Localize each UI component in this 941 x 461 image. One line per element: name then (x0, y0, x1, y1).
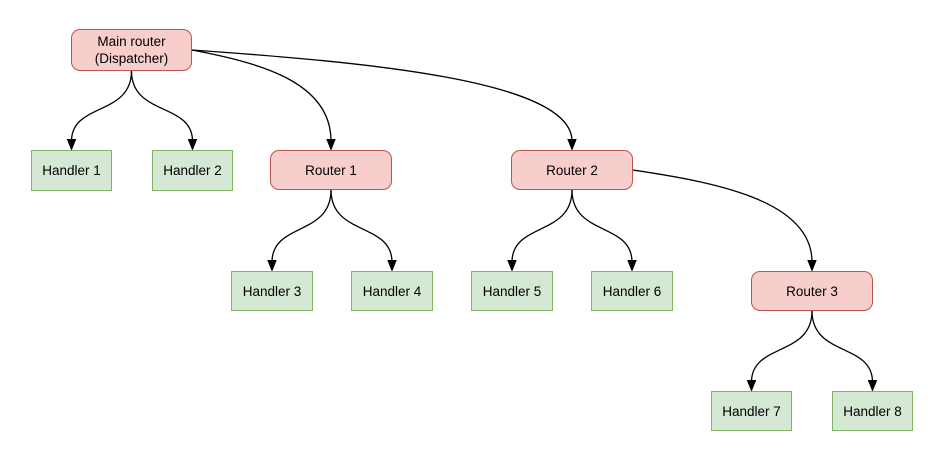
edge-r2-h6 (571, 189, 633, 263)
arrowhead-r2-r3 (807, 260, 817, 272)
node-label: Main router (Dispatcher) (94, 34, 169, 66)
arrowhead-r2-h5 (507, 260, 517, 272)
node-h2: Handler 2 (152, 150, 233, 191)
edge-main-h1 (70, 70, 133, 142)
node-label: Handler 5 (482, 283, 542, 299)
node-h5: Handler 5 (471, 271, 553, 311)
node-h7: Handler 7 (711, 391, 792, 431)
edge-main-h2 (130, 70, 194, 142)
node-label: Handler 3 (242, 283, 302, 299)
node-label: Router 3 (786, 283, 838, 299)
node-h3: Handler 3 (231, 271, 313, 311)
arrowhead-r1-h4 (387, 260, 397, 272)
node-h6: Handler 6 (591, 271, 673, 311)
arrowhead-r3-h8 (867, 380, 878, 392)
node-label: Handler 2 (163, 163, 222, 178)
arrowhead-main-r2 (567, 139, 577, 151)
node-label: Router 1 (305, 162, 357, 178)
edge-r3-h8 (811, 310, 874, 383)
node-label: Router 2 (546, 162, 598, 178)
node-r2: Router 2 (511, 150, 633, 190)
node-r3: Router 3 (751, 271, 873, 311)
arrowhead-r2-h6 (627, 260, 637, 272)
edge-r2-h5 (511, 189, 573, 263)
edge-r1-h4 (330, 189, 393, 263)
arrowhead-r3-h7 (746, 380, 757, 392)
edge-main-r1 (191, 49, 332, 142)
node-label: Handler 7 (722, 403, 781, 419)
edge-r2-r3 (632, 169, 813, 263)
edge-r1-h3 (271, 189, 332, 263)
node-label: Handler 1 (42, 163, 101, 178)
node-label: Handler 4 (362, 283, 422, 299)
edge-main-r2 (191, 49, 573, 142)
node-h4: Handler 4 (351, 271, 433, 311)
node-r1: Router 1 (270, 150, 392, 190)
arrowhead-r1-h3 (267, 260, 277, 272)
arrowhead-main-h1 (66, 139, 77, 151)
arrowhead-main-h2 (187, 139, 198, 151)
edge-r3-h7 (750, 310, 813, 383)
node-h1: Handler 1 (31, 150, 112, 191)
node-h8: Handler 8 (832, 391, 913, 431)
arrowhead-main-r1 (326, 139, 336, 151)
node-label: Handler 8 (843, 403, 902, 419)
node-main: Main router (Dispatcher) (71, 29, 192, 71)
node-label: Handler 6 (602, 283, 662, 299)
